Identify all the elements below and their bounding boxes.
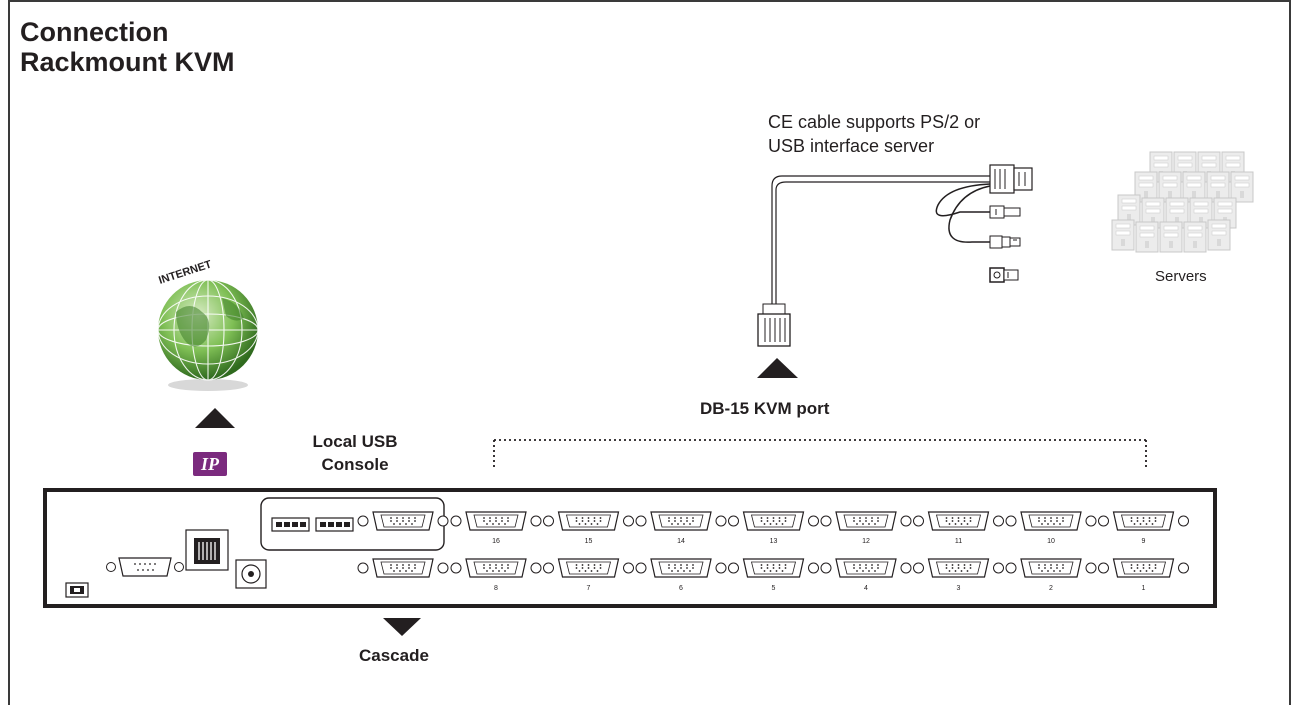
ce-cable-label-line2: USB interface server: [768, 136, 935, 156]
adapter-connector-icon: [989, 267, 1019, 283]
power-jack-icon: [235, 559, 267, 589]
kvm-port-number: 11: [955, 538, 962, 545]
servers-label: Servers: [1155, 268, 1207, 285]
diagram-frame: [8, 0, 1291, 705]
kvm-port-number: 8: [494, 585, 498, 592]
kvm-port-number: 10: [1047, 538, 1055, 545]
kvm-port-number: 14: [677, 538, 685, 545]
kvm-port-number: 5: [772, 585, 776, 592]
ground-port-icon: [65, 582, 89, 598]
ce-cable-icon: [771, 175, 991, 305]
arrow-up-icon: [757, 358, 798, 378]
kvm-port-number: 7: [587, 585, 591, 592]
cascade-label: Cascade: [359, 646, 429, 665]
kvm-port-number: 6: [679, 585, 683, 592]
kvm-port-number: 1: [1142, 585, 1146, 592]
usb-port-icon: [271, 517, 310, 532]
kvm-port-number: 15: [585, 538, 593, 545]
db15-plug-icon: [757, 303, 791, 347]
local-usb-label-line1: Local USB: [312, 432, 398, 451]
rj45-port-icon: [185, 529, 229, 571]
kvm-port-number: 9: [1142, 538, 1146, 545]
frame-top-border: [8, 0, 1291, 2]
db15-port-label: DB-15 KVM port: [700, 399, 830, 418]
port-group-bracket: [493, 439, 1147, 470]
vga-connector-end-icon: [989, 164, 1033, 194]
ip-badge: IP: [193, 452, 227, 476]
usb-port-icon: [315, 517, 354, 532]
kvm-port-number: 16: [492, 538, 500, 545]
kvm-rear-panel: [43, 488, 1217, 608]
kvm-port-number: 13: [770, 538, 778, 545]
local-usb-label-line2: Console: [321, 455, 389, 474]
usb-connector-icon: [989, 235, 1021, 249]
kvm-port-number: 3: [957, 585, 961, 592]
ce-cable-label-line1: CE cable supports PS/2 or: [768, 112, 981, 132]
internet-globe-icon: INTERNET: [157, 258, 259, 391]
page-title-line2: Rackmount KVM: [20, 47, 235, 77]
page-title-line1: Connection: [20, 17, 169, 47]
local-usb-console-label: Local USB Console: [300, 430, 410, 476]
arrow-up-icon: [195, 408, 235, 428]
kvm-ports-top-row: 16 15 14 13 12 11 10 9: [450, 511, 1190, 545]
arrow-down-icon: [383, 618, 421, 636]
server-rack-icon: [1111, 151, 1254, 253]
kvm-port-number: 2: [1049, 585, 1053, 592]
kvm-ports-bottom-row: 8 7 6 5 4 3 2 1: [450, 558, 1190, 592]
kvm-port-number: 12: [862, 538, 870, 545]
ps2-connector-icon: [989, 205, 1021, 219]
kvm-port-number: 4: [864, 585, 868, 592]
ce-cable-label: CE cable supports PS/2 or USB interface …: [768, 110, 1028, 158]
